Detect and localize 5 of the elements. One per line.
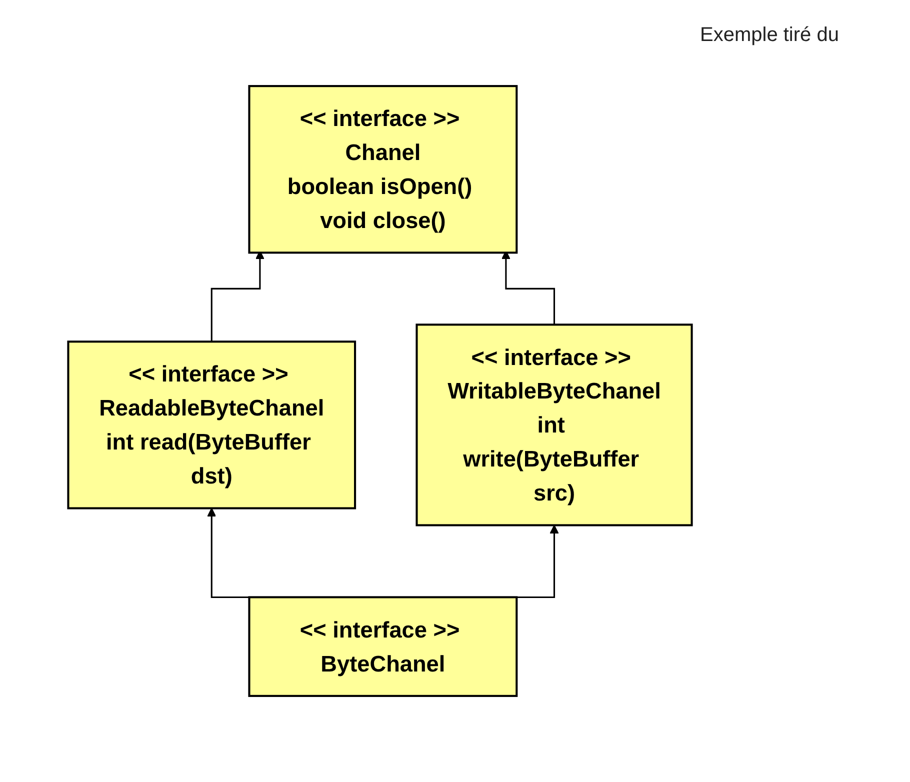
node-box: << interface >> Chanel boolean isOpen() void close() (248, 85, 518, 254)
note-text: Exemple tiré du (700, 24, 839, 47)
node-box: << interface >> ByteChanel (248, 596, 518, 697)
node-box: << interface >> WritableByteChanel int write(ByteBuffer src) (416, 324, 693, 526)
node-box: << interface >> ReadableByteChanel int read(ByteBuffer dst) (67, 340, 356, 510)
